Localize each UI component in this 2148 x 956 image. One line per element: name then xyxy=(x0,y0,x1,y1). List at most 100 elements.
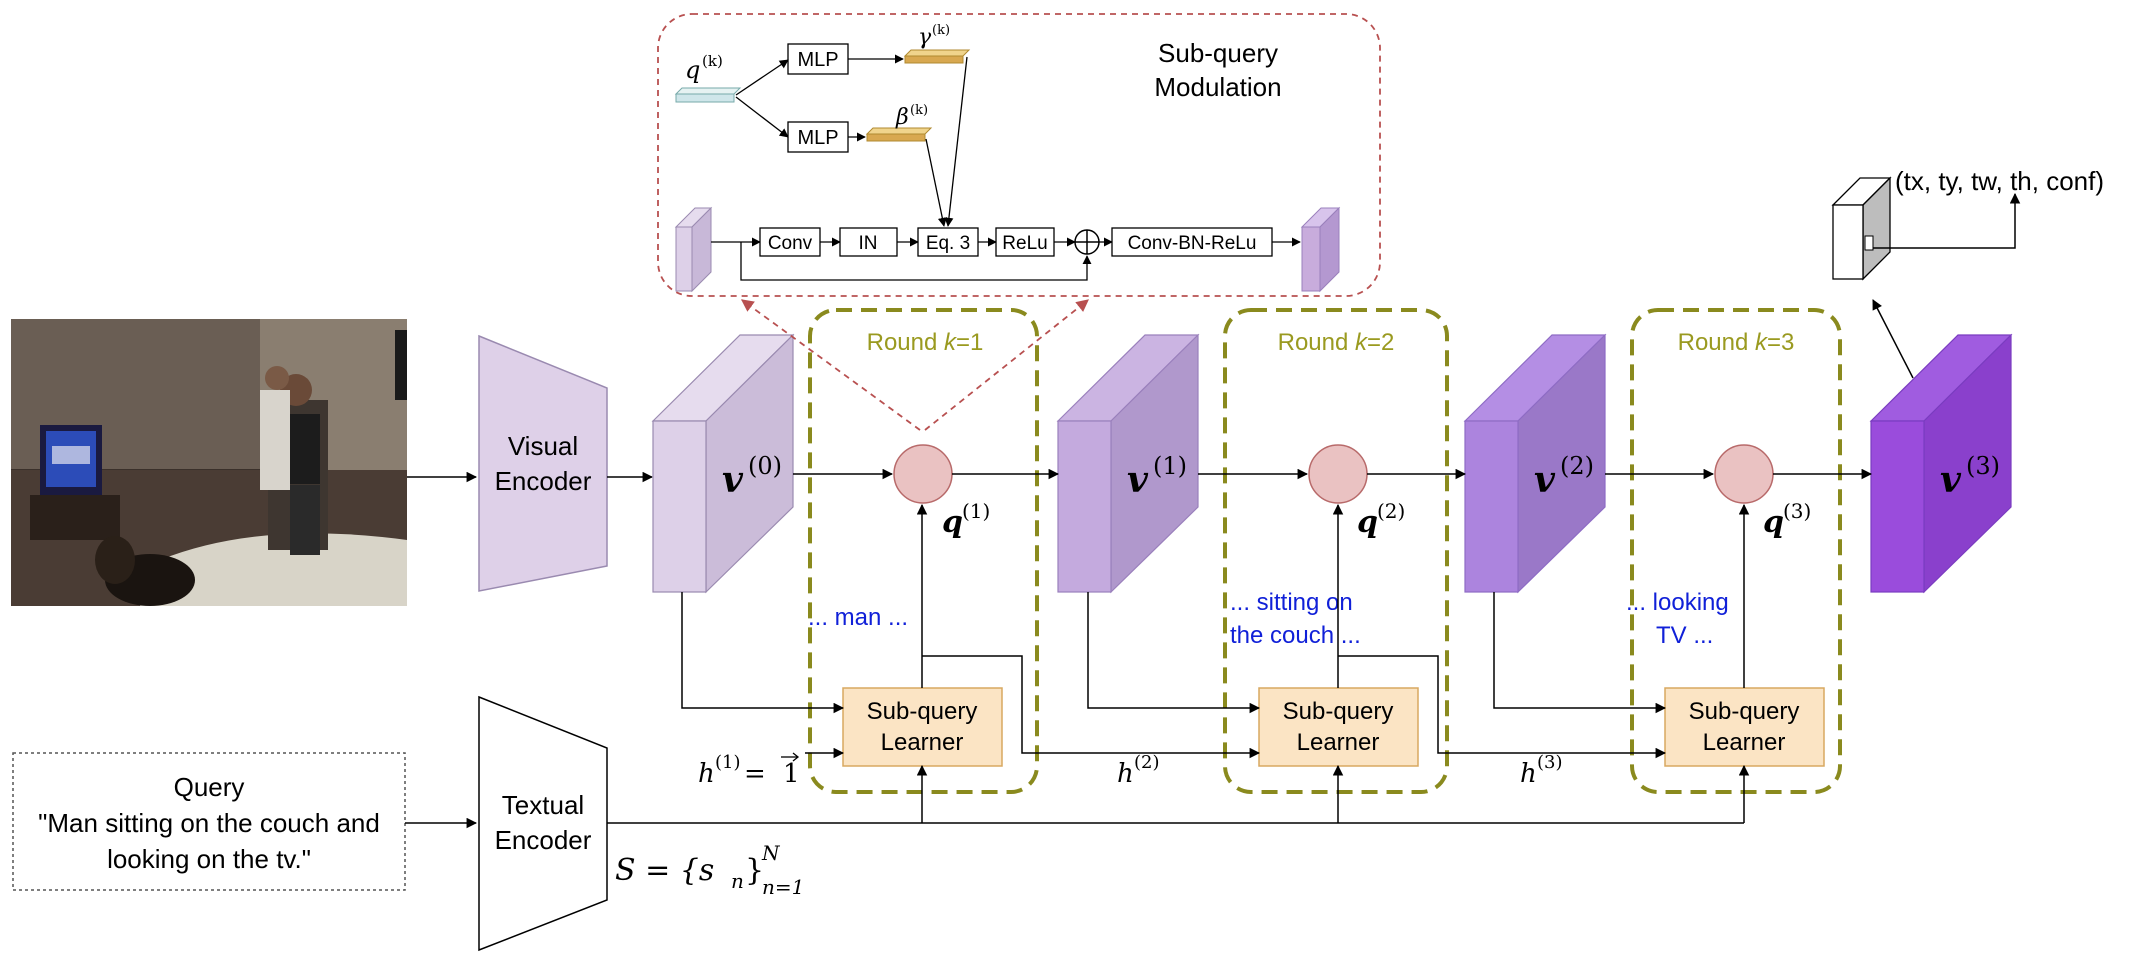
feature-v2-base: v xyxy=(1534,459,1556,501)
svg-text:(1): (1) xyxy=(715,752,741,773)
mlp-gamma-box xyxy=(787,43,849,75)
svg-text:q: q xyxy=(942,505,963,540)
svg-text:Learner: Learner xyxy=(1703,729,1786,756)
svg-text:(2): (2) xyxy=(1377,499,1405,523)
round-box-3: Round k=3 xyxy=(1630,308,1842,794)
svg-text:IN: IN xyxy=(859,233,878,254)
arrow-v0-to-learner1 xyxy=(681,592,845,714)
svg-text:Conv-BN-ReLu: Conv-BN-ReLu xyxy=(1128,233,1257,254)
beta-vector-bar xyxy=(865,127,933,142)
video-frame-image xyxy=(11,319,407,606)
svg-text:q: q xyxy=(1357,505,1378,540)
hidden-state-init-label: h (1) = 1 xyxy=(698,752,800,789)
svg-text:N: N xyxy=(761,841,781,865)
subquery-learner-3: Sub-query Learner xyxy=(1664,687,1825,767)
modulation-title-line2: Modulation xyxy=(1154,72,1281,102)
arrow-v1-to-learner2 xyxy=(1087,592,1261,714)
svg-text:(3): (3) xyxy=(1783,499,1811,523)
conv-bn-relu-box xyxy=(1111,227,1273,257)
feature-block-v1: v (1) xyxy=(1056,333,1200,594)
svg-text:MLP: MLP xyxy=(797,127,838,149)
svg-text:(k): (k) xyxy=(932,23,950,38)
zoom-line-right xyxy=(924,299,1089,431)
gamma-vector-bar xyxy=(903,49,971,64)
svg-text:(2): (2) xyxy=(1134,752,1160,773)
sentence-set-label: S = {s n } N n=1 xyxy=(615,841,804,899)
round-1-label: Round k=1 xyxy=(867,329,984,356)
modulation-node-2 xyxy=(1308,444,1368,504)
svg-text:Sub-query: Sub-query xyxy=(1283,698,1394,725)
subquery-label-3: q (3) xyxy=(1763,499,1811,540)
feature-v3-base: v xyxy=(1940,459,1962,501)
svg-text:Conv: Conv xyxy=(768,233,813,254)
svg-text:MLP: MLP xyxy=(797,49,838,71)
query-box: Query "Man sitting on the couch and look… xyxy=(12,752,406,891)
eq3-box xyxy=(917,227,979,257)
arrow-h2-to-learner2 xyxy=(922,655,1261,759)
svg-text:}: } xyxy=(745,853,764,888)
feature-v0-sup: (0) xyxy=(748,452,782,480)
modulation-input-feature xyxy=(674,206,713,293)
textual-encoder: Textual Encoder xyxy=(478,695,608,952)
hidden-state-label-2: h (2) xyxy=(1117,752,1160,789)
modulation-q-label: q xyxy=(685,56,700,84)
gamma-label: γ xyxy=(918,25,932,50)
svg-text:Learner: Learner xyxy=(881,729,964,756)
skip-connection-arrow xyxy=(740,242,1092,281)
svg-text:n: n xyxy=(731,869,744,893)
arrow-head-to-output xyxy=(1873,192,2021,249)
arrow-v2-to-learner3 xyxy=(1493,592,1667,714)
query-text-line2: looking on the tv." xyxy=(107,844,311,874)
svg-text:Sub-query: Sub-query xyxy=(1689,698,1800,725)
phrase-round-1: ... man ... xyxy=(808,604,908,631)
hidden-state-label-3: h (3) xyxy=(1520,752,1563,789)
visual-encoder: Visual Encoder xyxy=(478,334,608,592)
zoom-line-left xyxy=(740,299,921,431)
modulation-title-line1: Sub-query xyxy=(1158,38,1278,68)
visual-encoder-label-line1: Visual xyxy=(508,431,578,461)
svg-text:h: h xyxy=(698,759,715,789)
feature-block-v3: v (3) xyxy=(1869,333,2013,594)
subquery-learner-2: Sub-query Learner xyxy=(1258,687,1419,767)
subquery-label-1: q (1) xyxy=(942,499,990,540)
svg-text:(k): (k) xyxy=(910,103,928,118)
round-2-label: Round k=2 xyxy=(1278,329,1395,356)
phrase-round-2-line2: the couch ... xyxy=(1230,622,1361,649)
svg-text:Learner: Learner xyxy=(1297,729,1380,756)
round-3-label: Round k=3 xyxy=(1678,329,1795,356)
modulation-output-feature xyxy=(1300,206,1341,293)
svg-text:S = {s: S = {s xyxy=(615,853,714,888)
svg-text:1: 1 xyxy=(783,759,800,789)
subquery-label-2: q (2) xyxy=(1357,499,1405,540)
svg-text:Sub-query: Sub-query xyxy=(867,698,978,725)
residual-add-icon xyxy=(1074,229,1100,255)
svg-text:(1): (1) xyxy=(962,499,990,523)
svg-text:Encoder: Encoder xyxy=(495,825,592,855)
svg-text:=: = xyxy=(744,759,766,789)
svg-text:h: h xyxy=(1117,759,1134,789)
svg-text:h: h xyxy=(1520,759,1537,789)
svg-text:ReLu: ReLu xyxy=(1002,233,1047,254)
subquery-learner-1: Sub-query Learner xyxy=(842,687,1003,767)
feature-v2-sup: (2) xyxy=(1560,452,1594,480)
query-text-line1: "Man sitting on the couch and xyxy=(38,808,380,838)
modulation-node-1 xyxy=(893,444,953,504)
phrase-round-3-line1: ... looking xyxy=(1626,589,1729,616)
feature-v3-sup: (3) xyxy=(1966,452,2000,480)
visual-encoder-label-line2: Encoder xyxy=(495,466,592,496)
svg-text:Eq. 3: Eq. 3 xyxy=(926,233,970,254)
feature-block-v2: v (2) xyxy=(1463,333,1607,594)
query-title: Query xyxy=(174,772,245,802)
svg-text:(k): (k) xyxy=(702,52,723,70)
modulation-node-3 xyxy=(1714,444,1774,504)
beta-label: β xyxy=(895,105,909,130)
phrase-round-3-line2: TV ... xyxy=(1656,622,1713,649)
arrow-h3-to-learner3 xyxy=(1338,655,1667,759)
svg-text:q: q xyxy=(1763,505,1784,540)
feature-v1-base: v xyxy=(1127,459,1149,501)
instance-norm-box xyxy=(839,227,898,257)
subquery-vector-bar xyxy=(674,87,742,103)
feature-v0-base: v xyxy=(722,459,744,501)
feature-v1-sup: (1) xyxy=(1153,452,1187,480)
